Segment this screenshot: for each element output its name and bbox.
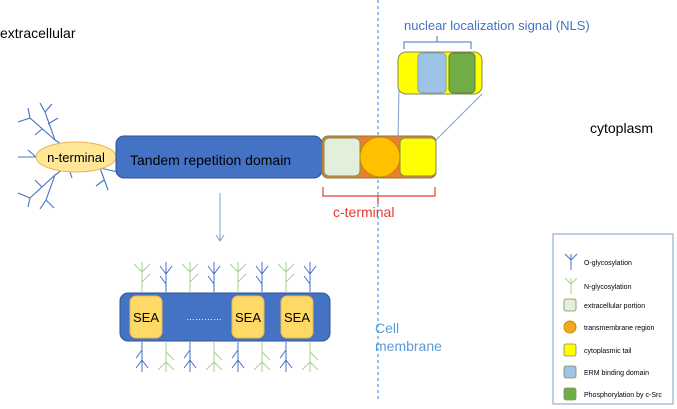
legend-label: Phosphorylation by c-Src: [584, 392, 662, 399]
legend-box: [552, 233, 674, 405]
nls-label: nuclear localization signal (NLS): [404, 18, 590, 33]
sea-label-3: SEA: [284, 310, 310, 325]
legend-item: transmembrane region: [563, 320, 655, 334]
transmembrane-region: [359, 136, 401, 178]
n-glycan-icon: [301, 342, 319, 372]
n-terminal-label: n-terminal: [47, 150, 105, 165]
o-glycan-icon: [159, 262, 173, 292]
sea-block-3: [280, 295, 314, 339]
c-terminal-label: c-terminal: [333, 204, 394, 220]
sea-block-2: [231, 295, 265, 339]
n-glycan-icon: [253, 342, 271, 372]
tandem-repetition-label: Tandem repetition domain: [130, 152, 291, 168]
sea-label-1: SEA: [133, 310, 159, 325]
cell-membrane-label-line1: Cell: [375, 320, 399, 336]
nls-bracket: [403, 41, 472, 49]
erm-binding-swatch: [563, 365, 577, 379]
extracellular-portion-swatch: [563, 298, 577, 312]
cytoplasmic-tail-swatch: [563, 343, 577, 357]
phosphorylation-swatch: [563, 387, 577, 401]
legend-label: N-glycosylation: [584, 284, 632, 291]
o-glycan-icon: [279, 342, 293, 372]
sea-block-1: [129, 295, 163, 339]
o-glycan-icon: [303, 262, 317, 292]
legend-item: O-glycosylation: [564, 253, 632, 270]
erm-binding-domain: [417, 52, 447, 94]
legend-item: extracellular portion: [563, 298, 645, 312]
legend-label: cytoplasmic tail: [584, 348, 632, 355]
n-glycan-icon: [157, 342, 175, 372]
phosphorylation-site: [448, 52, 476, 94]
n-glycan-icon: [229, 262, 247, 292]
cytoplasmic-tail: [399, 137, 437, 177]
legend-item: Phosphorylation by c-Src: [563, 387, 662, 401]
o-glycan-icon: [135, 342, 149, 372]
extracellular-label: extracellular: [0, 25, 76, 41]
legend-label: O-glycosylation: [584, 260, 632, 267]
legend-label: extracellular portion: [584, 303, 645, 310]
cytoplasm-label: cytoplasm: [590, 120, 653, 136]
legend-item: ERM binding domain: [563, 365, 649, 379]
n-glycan-icon: [181, 262, 199, 292]
legend-item: cytoplasmic tail: [563, 343, 632, 357]
c-terminal-bracket: [322, 187, 436, 197]
legend-item: N-glycosylation: [564, 277, 632, 294]
sea-dots: …………: [186, 312, 222, 322]
sea-domain-bar: [119, 292, 331, 342]
n-glycan-icon: [277, 262, 295, 292]
o-glycan-icon: [207, 262, 221, 292]
glycan-array: [133, 262, 319, 372]
legend-label: transmembrane region: [584, 325, 655, 332]
transmembrane-region-swatch: [563, 320, 577, 334]
o-glycan-icon: [564, 253, 578, 270]
sea-label-2: SEA: [235, 310, 261, 325]
o-glycan-icon: [255, 262, 269, 292]
n-glycan-icon: [133, 262, 151, 292]
n-glycan-icon: [205, 342, 223, 372]
extracellular-portion: [323, 137, 361, 177]
n-glycan-icon: [564, 277, 578, 294]
legend-label: ERM binding domain: [584, 370, 649, 377]
o-glycan-icon: [183, 342, 197, 372]
o-glycan-icon: [231, 342, 245, 372]
cell-membrane-label-line2: membrane: [375, 338, 442, 354]
